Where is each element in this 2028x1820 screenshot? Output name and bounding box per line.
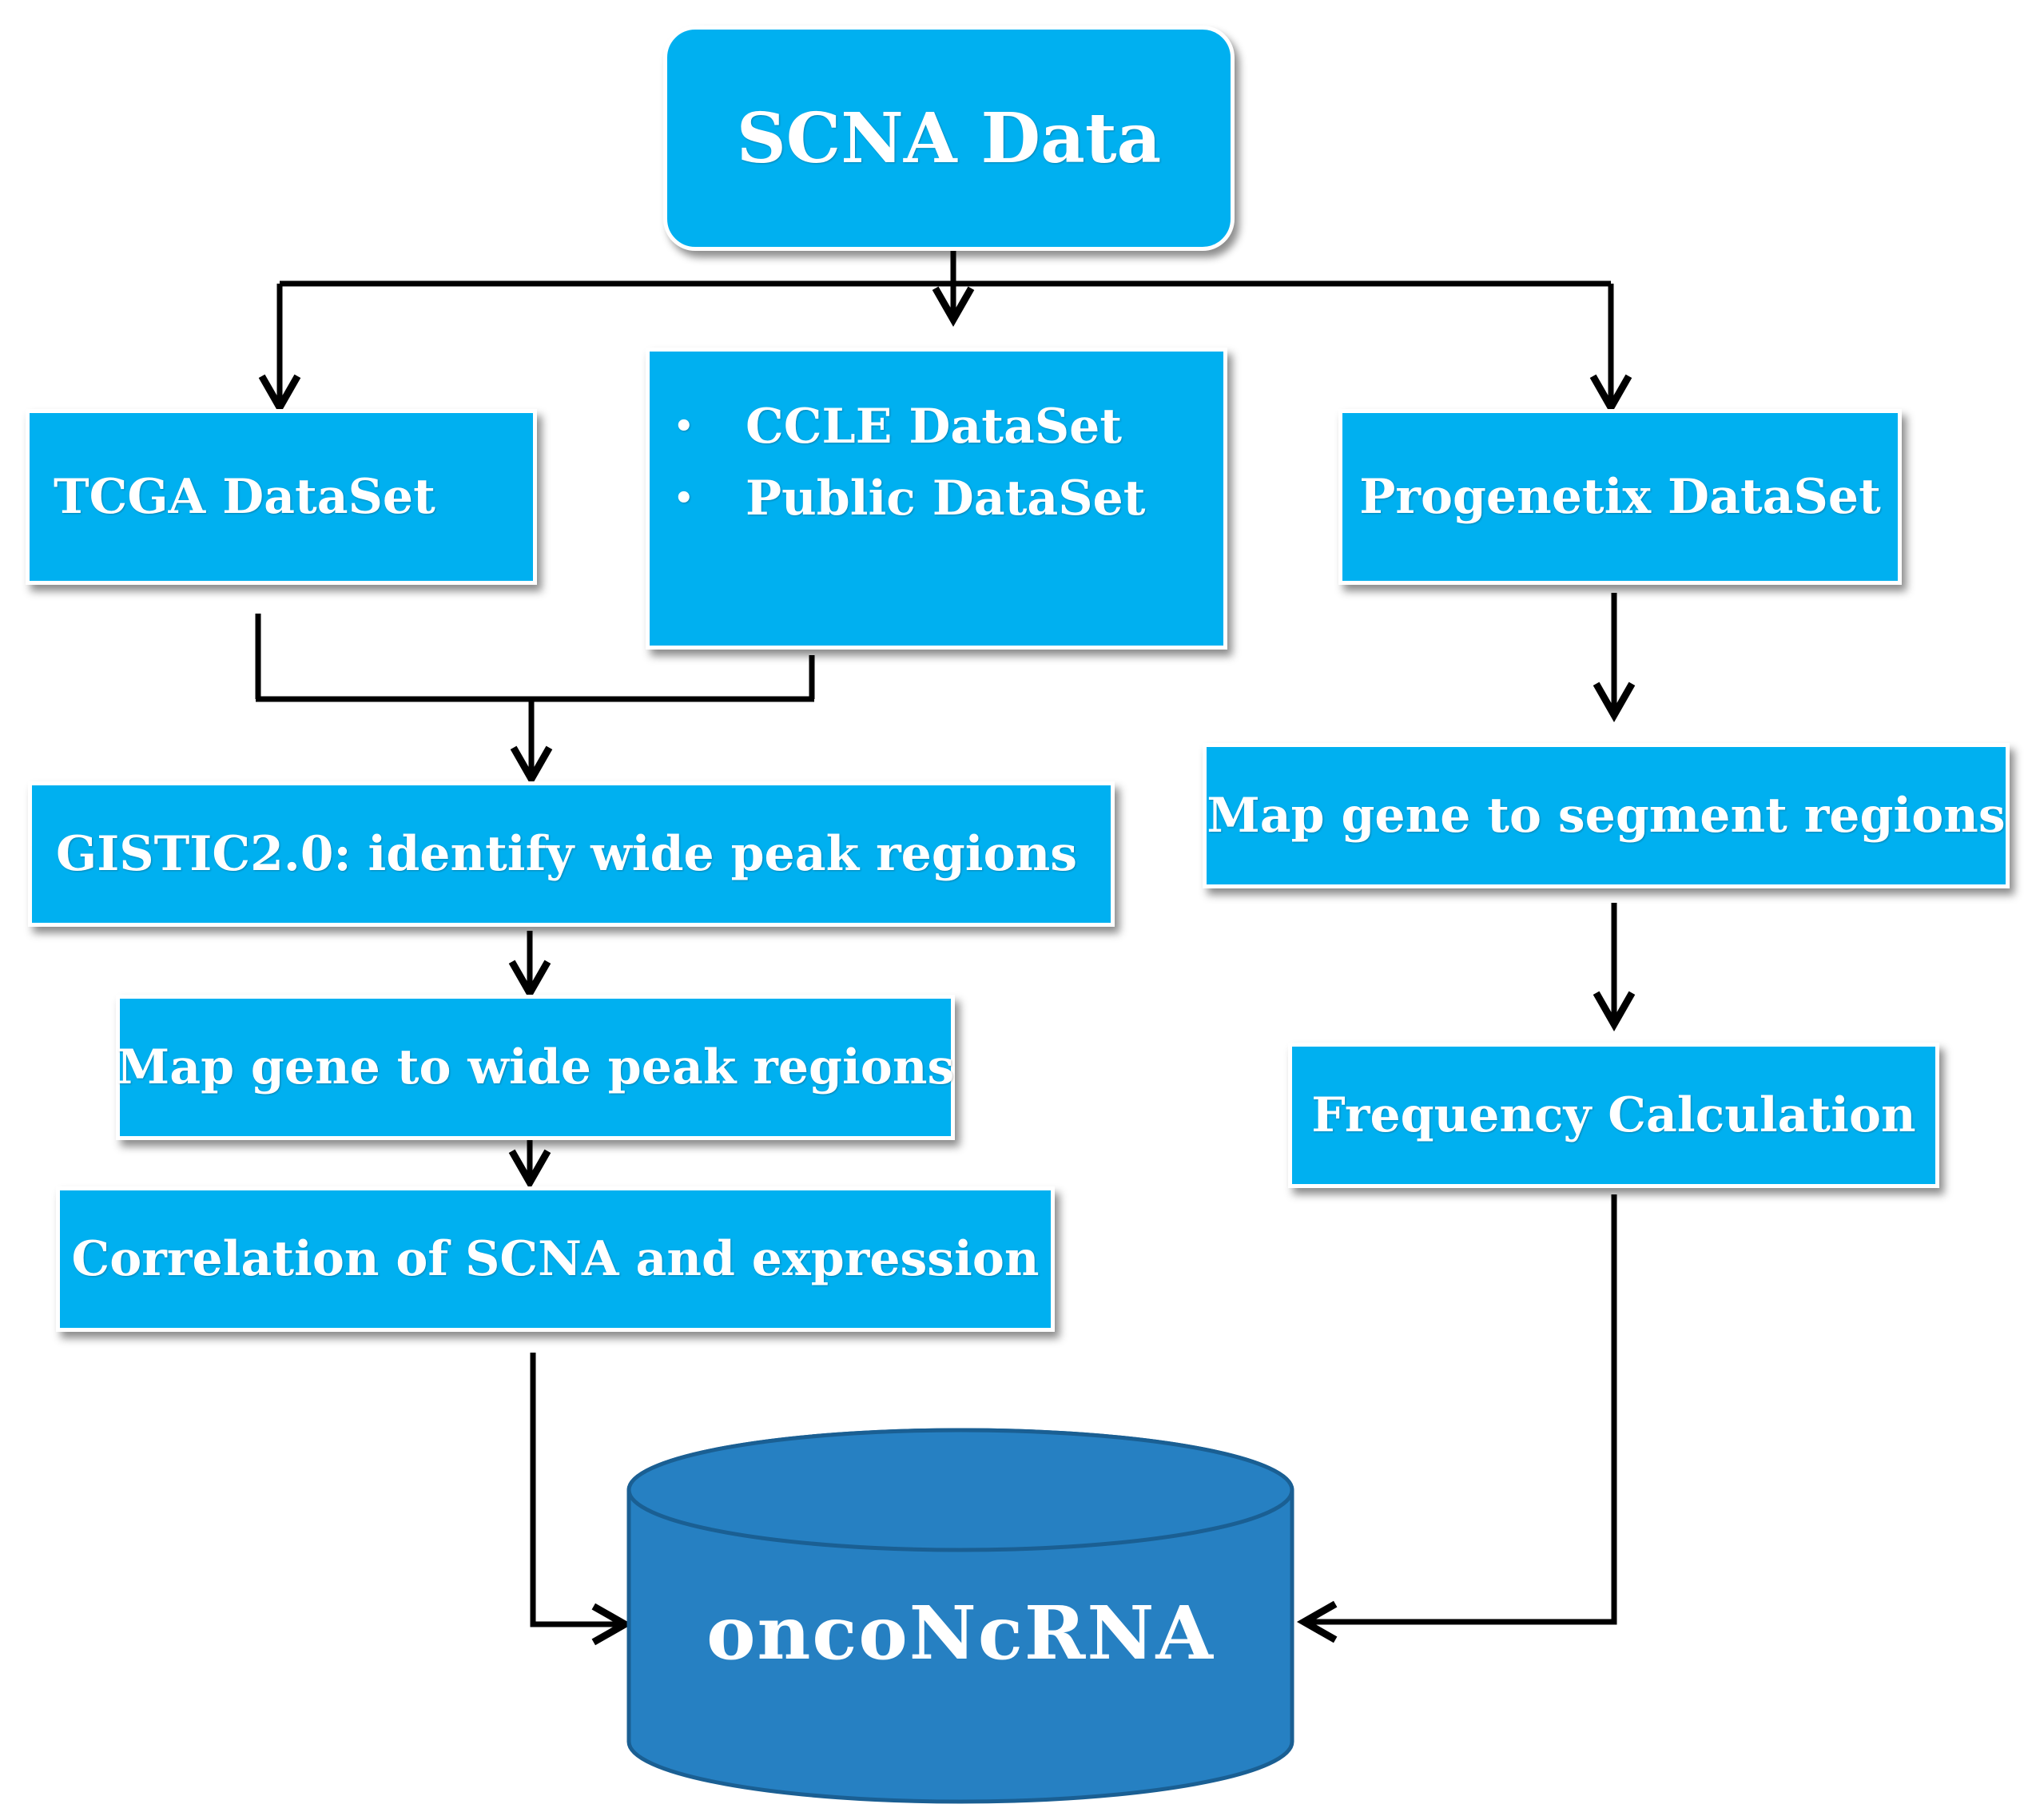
- map-wide-peak-label: Map gene to wide peak regions: [116, 1039, 955, 1095]
- public-dataset-label: Public DataSet: [746, 471, 1146, 527]
- gistic-label: GISTIC2.0: identify wide peak regions: [56, 826, 1078, 882]
- arrow-correlation-to-db: [530, 1353, 633, 1646]
- frequency-box: Frequency Calculation: [1288, 1043, 1939, 1188]
- bullet-item-public: • Public DataSet: [674, 463, 1145, 534]
- arrow-frequency-to-db: [1296, 1194, 1617, 1643]
- bullet-glyph: •: [674, 479, 694, 517]
- database-label: oncoNcRNA: [706, 1590, 1215, 1676]
- ccle-public-dataset-box: • CCLE DataSet • Public DataSet: [646, 348, 1227, 650]
- ccle-dataset-label: CCLE DataSet: [746, 399, 1123, 455]
- scna-data-label: SCNA Data: [736, 97, 1162, 179]
- gistic-box: GISTIC2.0: identify wide peak regions: [28, 781, 1115, 927]
- tcga-dataset-label: TCGA DataSet: [54, 469, 435, 525]
- correlation-box: Correlation of SCNA and expression: [56, 1186, 1055, 1332]
- map-segment-label: Map gene to segment regions: [1207, 788, 2006, 844]
- bullet-item-ccle: • CCLE DataSet: [674, 391, 1122, 463]
- map-segment-box: Map gene to segment regions: [1203, 743, 2010, 888]
- scna-data-box: SCNA Data: [663, 26, 1235, 251]
- progenetix-dataset-label: Progenetix DataSet: [1359, 469, 1881, 525]
- correlation-label: Correlation of SCNA and expression: [71, 1231, 1040, 1287]
- map-wide-peak-box: Map gene to wide peak regions: [116, 995, 955, 1140]
- progenetix-dataset-box: Progenetix DataSet: [1338, 409, 1902, 585]
- frequency-label: Frequency Calculation: [1311, 1087, 1916, 1143]
- tcga-dataset-box: TCGA DataSet: [26, 409, 537, 585]
- bullet-glyph: •: [674, 407, 694, 445]
